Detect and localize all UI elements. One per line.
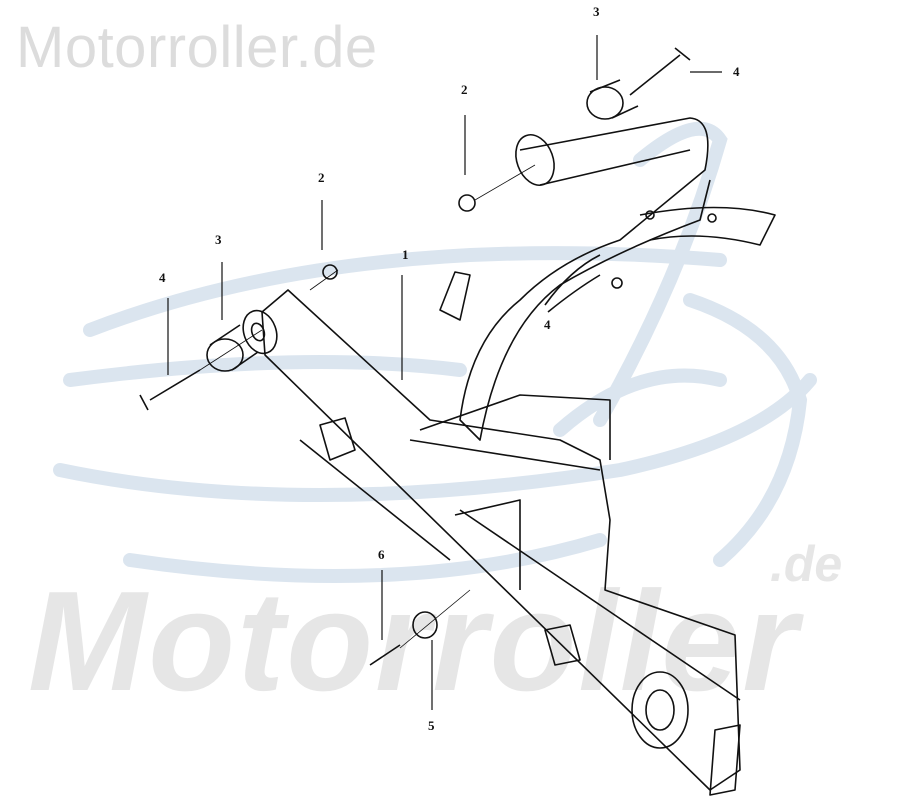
part-label-1: 1 <box>402 247 409 262</box>
part-label-3: 3 <box>215 232 222 247</box>
part-label-6: 6 <box>378 547 385 562</box>
bushing-left <box>206 338 244 372</box>
part-label-5: 5 <box>428 718 435 733</box>
bolt-lower <box>369 644 401 666</box>
part-label-4: 4 <box>159 270 166 285</box>
nut-left <box>322 264 338 280</box>
watermark-domain: .de <box>770 536 843 592</box>
watermark-top: Motorroller.de <box>16 15 378 80</box>
pivot-tube <box>242 309 278 355</box>
bushing-lower <box>412 611 438 639</box>
part-label-4: 4 <box>544 317 551 332</box>
bolt-left <box>139 369 201 411</box>
part-label-2: 2 <box>318 170 325 185</box>
bolt-top <box>629 47 691 96</box>
upper-bracket <box>459 117 711 441</box>
part-label-2: 2 <box>461 82 468 97</box>
part-label-3: 3 <box>593 4 600 19</box>
nut-top <box>458 194 476 212</box>
bushing-top <box>586 86 624 120</box>
swing-arm <box>261 289 741 791</box>
part-label-4: 4 <box>733 64 740 79</box>
